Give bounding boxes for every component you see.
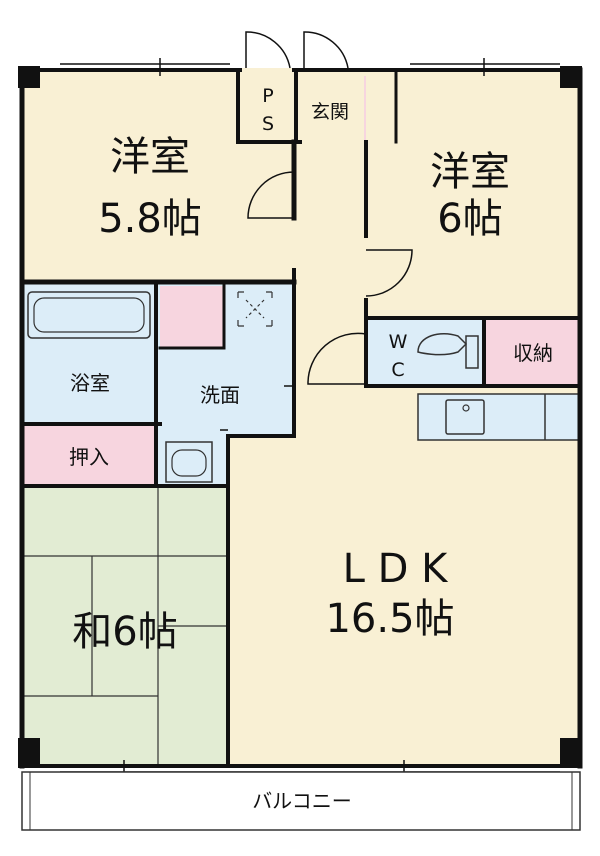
pillars (18, 66, 582, 768)
wc-label-top: W (389, 331, 408, 353)
western-right-name: 洋室 (430, 149, 510, 195)
washroom-label: 洗面 (200, 383, 240, 407)
wash-closet (160, 286, 224, 348)
wc-room (366, 318, 484, 386)
western-right-size: 6帖 (437, 196, 502, 242)
ps-label-top: P (262, 85, 273, 107)
storage-label: 収納 (513, 341, 553, 365)
ldk-room (228, 386, 580, 766)
oshiire-closet (22, 424, 156, 486)
washing-machine-icon (237, 291, 273, 327)
oshiire-label: 押入 (69, 445, 109, 469)
western-room-left (22, 68, 294, 282)
ps-label-bottom: S (262, 113, 274, 135)
tatami-lines (22, 486, 228, 766)
wc-label-bottom: C (391, 359, 404, 381)
bath-room (22, 282, 156, 422)
bathtub-icon (27, 291, 151, 339)
kitchen-counter (417, 393, 581, 441)
doors (220, 31, 413, 431)
bath-label: 浴室 (70, 371, 110, 395)
ldk-size: 16.5帖 (325, 596, 454, 642)
western-left-name: 洋室 (110, 134, 190, 180)
toilet-icon (417, 332, 479, 369)
sink-icon (445, 399, 485, 435)
wash-basin-icon (165, 441, 213, 483)
storage-closet (484, 318, 580, 386)
balcony-label: バルコニー (252, 789, 352, 813)
western-left-size: 5.8帖 (98, 196, 202, 242)
entrance-hall (294, 68, 366, 436)
ldk-name: L D K (343, 546, 450, 592)
japanese-room-label: 和6帖 (72, 609, 177, 655)
entrance-label: 玄関 (311, 101, 349, 123)
western-room-right (366, 68, 580, 318)
walls (19, 67, 583, 769)
